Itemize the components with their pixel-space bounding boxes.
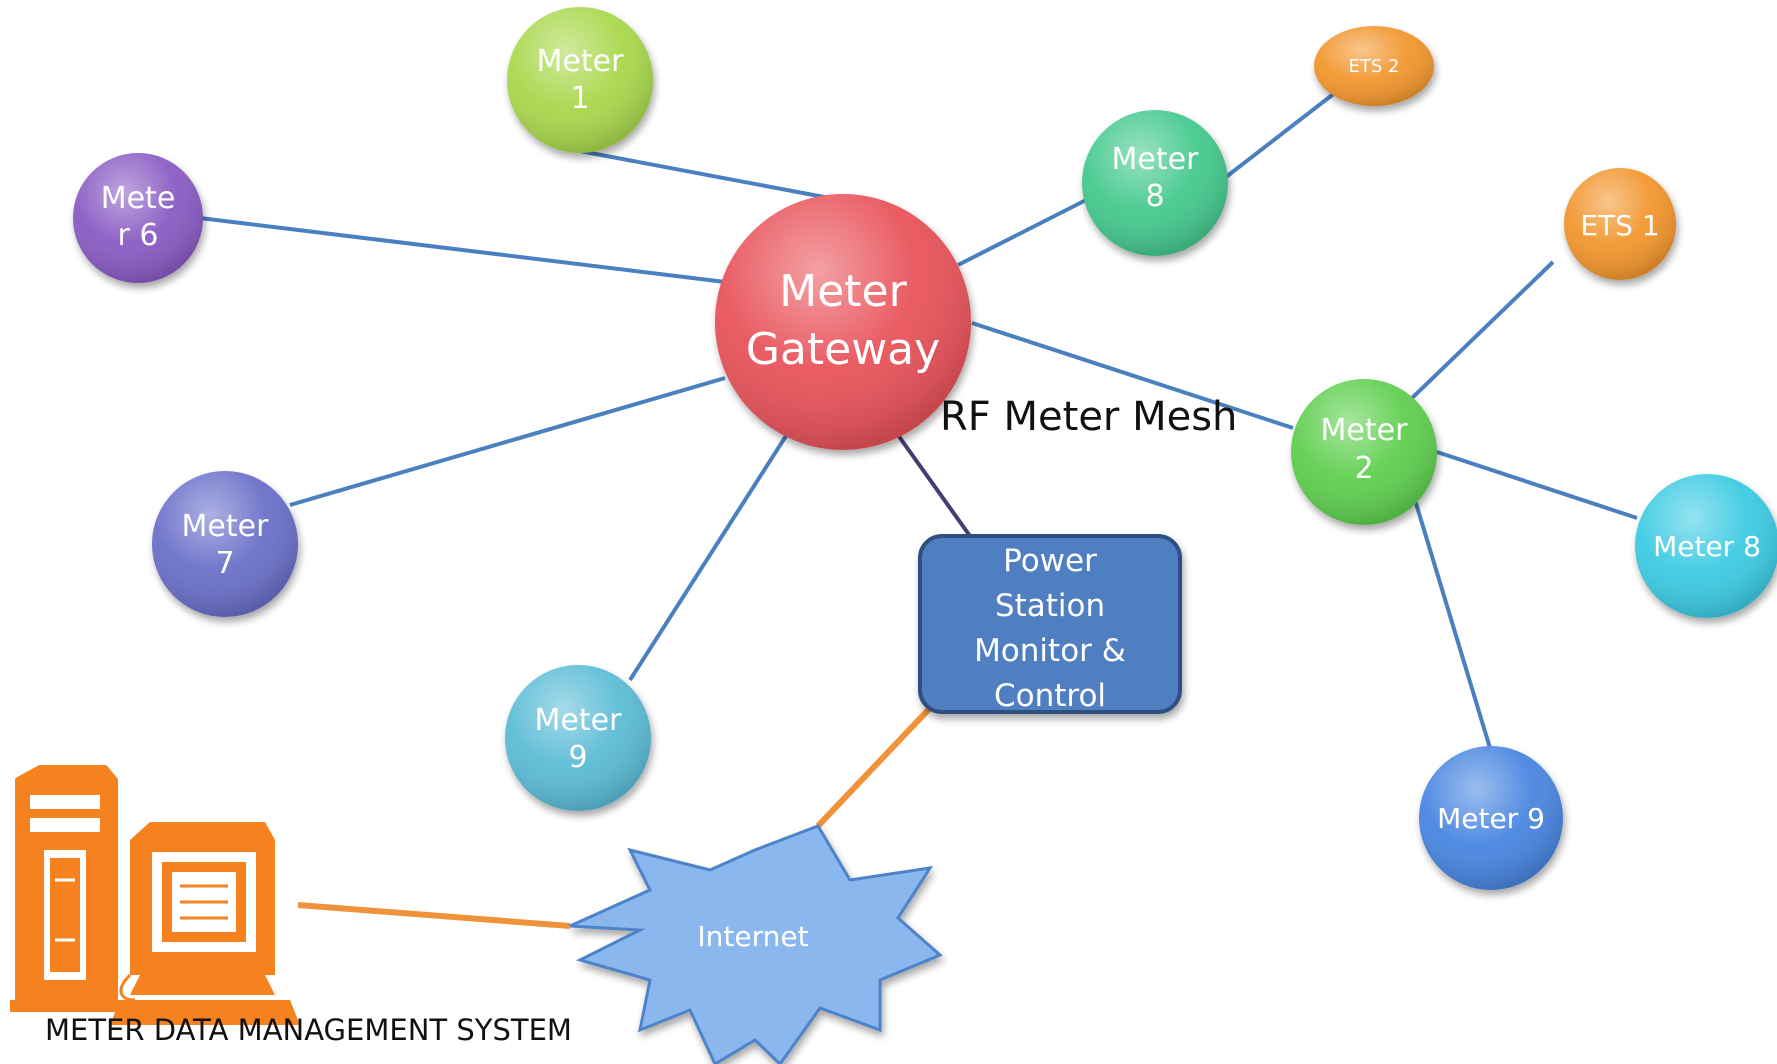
link-meter7-gateway xyxy=(289,376,726,507)
meter-9-bottom-label: Meter 9 xyxy=(1437,802,1545,835)
ets-2-node[interactable]: ETS 2 xyxy=(1314,26,1434,106)
mdms-caption: METER DATA MANAGEMENT SYSTEM xyxy=(45,1013,572,1047)
meter-8-top-node[interactable]: Meter 8 xyxy=(1082,110,1228,256)
mesh-title: RF Meter Mesh xyxy=(940,394,1237,440)
meter-6-node[interactable]: Mete r 6 xyxy=(73,153,203,283)
link-mdms-internet xyxy=(297,902,571,929)
link-meter9-gateway xyxy=(628,423,795,682)
meter-1-label-line-2: 1 xyxy=(570,81,589,116)
meter-1-label-line-1: Meter xyxy=(537,44,625,79)
power-station-label-line-1: Power xyxy=(1003,543,1097,579)
meter-1-node[interactable]: Meter 1 xyxy=(507,7,653,153)
meter-7-label-line-1: Meter xyxy=(182,509,270,544)
meter-7-node[interactable]: Meter 7 xyxy=(152,471,298,617)
link-power-station-internet xyxy=(815,705,933,829)
power-station-node[interactable]: Power Station Monitor & Control xyxy=(918,534,1182,714)
meter-6-label-line-2: r 6 xyxy=(118,218,159,253)
link-meter2-meter9 xyxy=(1413,499,1492,749)
meter-8-top-label-line-1: Meter xyxy=(1112,142,1200,177)
connections xyxy=(199,90,1638,929)
meter-8-right-node[interactable]: Meter 8 xyxy=(1635,474,1777,618)
internet-starburst-shape xyxy=(569,824,943,1064)
gateway-label-line-1: Meter xyxy=(779,266,907,317)
meter-2-label-line-2: 2 xyxy=(1354,451,1373,486)
link-meter1-gateway xyxy=(579,149,841,202)
link-meter6-gateway xyxy=(199,216,726,284)
meter-2-label-line-1: Meter xyxy=(1321,413,1409,448)
meter-gateway-node[interactable]: Meter Gateway xyxy=(715,194,971,450)
power-station-label-line-3: Monitor & xyxy=(974,633,1126,669)
meter-9-left-label-line-2: 9 xyxy=(568,740,587,775)
power-station-label-line-2: Station xyxy=(995,588,1105,624)
link-meter2-ets1 xyxy=(1408,260,1555,402)
link-gateway-meter2 xyxy=(971,321,1294,430)
link-meter2-meter8 xyxy=(1436,450,1638,520)
meter-9-bottom-node[interactable]: Meter 9 xyxy=(1419,746,1563,890)
meter-9-left-node[interactable]: Meter 9 xyxy=(505,665,651,811)
link-ets2-meter8 xyxy=(1224,90,1338,179)
internet-node[interactable]: Internet xyxy=(569,824,943,1064)
meter-9-left-label-line-1: Meter xyxy=(535,703,623,738)
link-gateway-power-station xyxy=(891,426,972,538)
power-station-label-line-4: Control xyxy=(994,678,1106,714)
link-meter8-gateway xyxy=(957,196,1091,267)
meter-6-label-line-1: Mete xyxy=(101,181,176,216)
ets-1-node[interactable]: ETS 1 xyxy=(1564,168,1676,280)
ets-2-label: ETS 2 xyxy=(1349,56,1400,77)
meter-8-top-label-line-2: 8 xyxy=(1145,179,1164,214)
computer-icon xyxy=(10,765,300,1025)
internet-label: Internet xyxy=(697,920,808,953)
meter-2-node[interactable]: Meter 2 xyxy=(1291,379,1437,525)
ets-1-label: ETS 1 xyxy=(1580,209,1659,242)
meter-8-right-label: Meter 8 xyxy=(1653,530,1761,563)
gateway-label-line-2: Gateway xyxy=(746,324,940,375)
meter-7-label-line-2: 7 xyxy=(215,546,234,581)
